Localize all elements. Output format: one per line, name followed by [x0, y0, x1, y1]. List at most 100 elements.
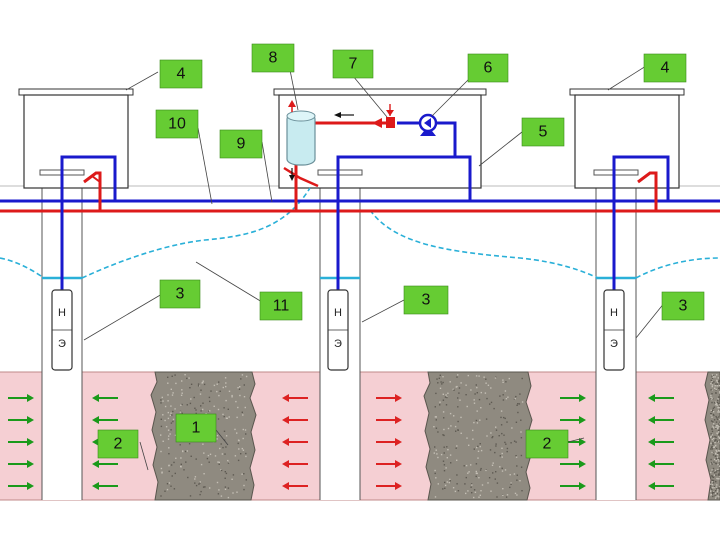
arrow-icon [579, 460, 586, 468]
arrow-icon [395, 438, 402, 446]
submersible-pump-3: Н Э [603, 289, 625, 371]
label-4-right: 4 [661, 60, 670, 77]
label-1: 1 [192, 420, 201, 437]
label-7-box [332, 49, 374, 79]
label-6-box [467, 53, 509, 83]
well-1-injection-stub [91, 175, 101, 183]
pump-suction-pipe [437, 121, 457, 157]
tank-top [286, 110, 316, 122]
label-11: 11 [273, 298, 290, 315]
arrow-icon [92, 482, 99, 490]
arrow-icon [92, 438, 99, 446]
label-2-left: 2 [114, 436, 123, 453]
well-head-3 [593, 169, 639, 176]
leader-10 [197, 127, 213, 205]
arrow-icon [27, 460, 34, 468]
label-10-box [155, 109, 199, 139]
water-level-curve-right [369, 209, 720, 279]
leader-11 [195, 261, 263, 303]
water-level-curve-left [0, 187, 311, 279]
arrow-icon [648, 438, 655, 446]
label-4-left: 4 [177, 66, 186, 83]
pump-3-bottom-letter: Э [610, 338, 618, 350]
well-3-injection [637, 171, 658, 211]
label-11-box [259, 291, 303, 321]
tank-vent-arrow-icon [288, 100, 296, 107]
flow-arrow-icon [372, 118, 382, 128]
well-1-riser [60, 155, 117, 290]
arrow-icon [395, 482, 402, 490]
arrow-icon [27, 438, 34, 446]
building-left-roof [18, 88, 134, 96]
arrow-icon [395, 416, 402, 424]
label-5: 5 [539, 124, 548, 141]
label-5-box [521, 117, 565, 147]
label-2-right-box [525, 429, 569, 459]
arrow-icon [92, 460, 99, 468]
leader-2-right [567, 437, 585, 443]
arrow-icon [579, 482, 586, 490]
leader-5 [478, 131, 523, 167]
pump-arrow-icon [424, 118, 431, 128]
label-9-box [219, 129, 263, 159]
valve-icon [386, 117, 395, 128]
number-labels: 8 7 6 4 4 10 9 5 3 11 3 3 1 2 2 [97, 43, 705, 459]
leader-2-left [139, 441, 149, 471]
arrow-icon [395, 394, 402, 402]
submersible-pump-1: Н Э [51, 289, 73, 371]
label-4-left-box [159, 59, 203, 89]
leader-3-b [361, 299, 405, 323]
arrow-icon [648, 416, 655, 424]
pump-3-top-letter: Н [610, 307, 618, 319]
well-2-injection-bend [283, 166, 319, 188]
label-3-a-box [159, 279, 201, 309]
label-1-box [175, 413, 217, 443]
label-2-right: 2 [543, 436, 552, 453]
well-risers [60, 155, 670, 290]
arrow-icon [579, 394, 586, 402]
label-7: 7 [349, 56, 358, 73]
submersible-pump-2: Н Э [327, 289, 349, 371]
label-3-c-box [661, 291, 705, 321]
leader-6 [431, 77, 471, 117]
tank-drain-arrow-icon [289, 175, 295, 181]
label-3-b: 3 [422, 292, 431, 309]
pump-1-bottom-letter: Э [58, 338, 66, 350]
label-8: 8 [269, 50, 278, 67]
valve-signal-arrow-icon [386, 110, 394, 116]
groundwater-flow-arrows [8, 394, 674, 490]
arrow-icon [282, 394, 289, 402]
label-4-right-box [643, 53, 687, 83]
submersible-pumps: Н Э Н Э Н Э [51, 289, 625, 371]
arrow-icon [648, 460, 655, 468]
leader-4-left [125, 71, 159, 91]
label-3-c: 3 [679, 298, 688, 315]
mechanical-room-equipment [286, 100, 457, 181]
label-8-box [251, 43, 295, 73]
buildings [18, 88, 685, 189]
arrow-icon [648, 394, 655, 402]
flow-direction-arrow-icon [334, 112, 341, 118]
arrow-icon [282, 438, 289, 446]
arrow-icon [27, 482, 34, 490]
arrow-icon [282, 416, 289, 424]
leader-3-c [635, 301, 666, 339]
leader-7 [352, 75, 388, 118]
leader-9 [261, 141, 273, 203]
rock-texture [160, 374, 720, 500]
arrow-icon [579, 416, 586, 424]
pump-2-bottom-letter: Э [334, 338, 342, 350]
building-right-roof [569, 88, 685, 96]
well-1-injection [83, 171, 102, 211]
label-3-b-box [403, 285, 449, 315]
arrow-icon [27, 416, 34, 424]
arrow-icon [282, 482, 289, 490]
well-head-2 [317, 169, 363, 176]
arrow-icon [92, 416, 99, 424]
arrow-icon [395, 460, 402, 468]
main-pipes [0, 199, 720, 213]
label-9: 9 [237, 136, 246, 153]
arrow-icon [92, 394, 99, 402]
arrow-icon [579, 438, 586, 446]
